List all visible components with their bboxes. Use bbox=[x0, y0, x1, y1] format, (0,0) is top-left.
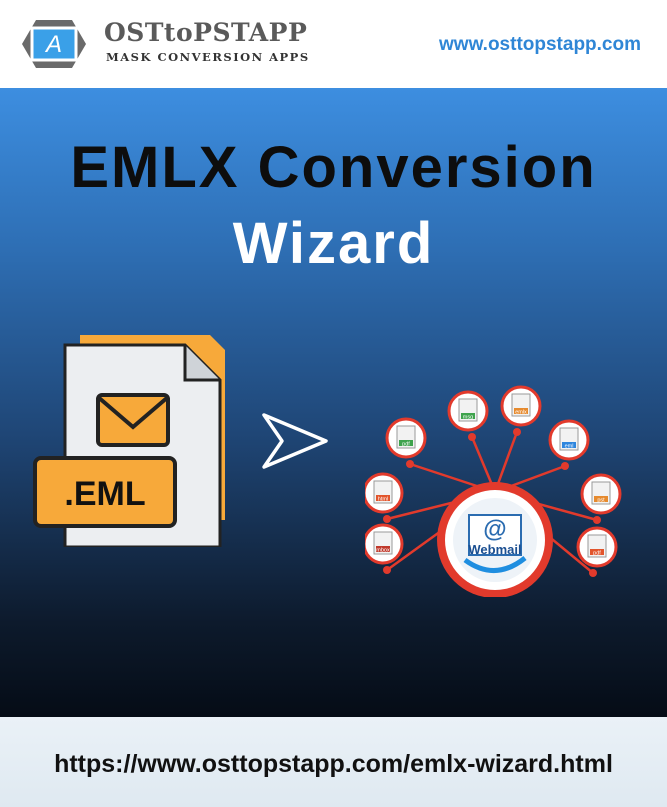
title-line-1: EMLX Conversion bbox=[70, 135, 597, 200]
product-url-link[interactable]: https://www.osttopstapp.com/emlx-wizard.… bbox=[54, 750, 613, 778]
footer: https://www.osttopstapp.com/emlx-wizard.… bbox=[0, 717, 667, 807]
at-symbol: @ bbox=[483, 516, 506, 543]
format-icon-label: mbox bbox=[376, 548, 390, 554]
format-icon-label: pdf bbox=[593, 551, 601, 557]
format-icon-emlx: emlx bbox=[500, 385, 542, 427]
format-icon-pdf: pdf bbox=[576, 526, 618, 568]
title-line-2: Wizard bbox=[232, 211, 435, 276]
format-icon-label: emlx bbox=[515, 410, 527, 416]
format-icon-label: pdf bbox=[402, 442, 410, 448]
brand-name: OSTtoPSTAPP bbox=[104, 18, 308, 47]
format-icon-msg: msg bbox=[447, 390, 489, 432]
webmail-label: Webmail bbox=[468, 542, 521, 557]
format-icon-label: pst bbox=[597, 498, 605, 504]
header: A OSTtoPSTAPP MASK CONVERSION APPS www.o… bbox=[0, 0, 667, 88]
site-url-link[interactable]: www.osttopstapp.com bbox=[439, 34, 641, 55]
format-icon-eml: eml bbox=[548, 419, 590, 461]
eml-file-icon: .EML bbox=[33, 335, 225, 547]
format-icon-mbox: mbox bbox=[365, 523, 404, 565]
logo-letter: A bbox=[44, 31, 62, 58]
format-icon-html: html bbox=[365, 472, 404, 514]
envelope-icon bbox=[96, 393, 170, 447]
format-icon-label: eml bbox=[565, 444, 574, 450]
webmail-hub-icon: @ Webmail pdf msg emlx eml html pst mbox pdf bbox=[365, 385, 622, 597]
format-icon-label: msg bbox=[463, 415, 473, 421]
format-icon-pst: pst bbox=[580, 473, 622, 515]
logo-icon[interactable]: A bbox=[18, 16, 90, 72]
arrow-icon bbox=[262, 413, 328, 469]
source-format-label: .EML bbox=[64, 475, 145, 513]
brand-tagline: MASK CONVERSION APPS bbox=[106, 50, 310, 64]
format-icon-label: html bbox=[378, 497, 388, 503]
format-icon-pdf: pdf bbox=[385, 417, 427, 459]
